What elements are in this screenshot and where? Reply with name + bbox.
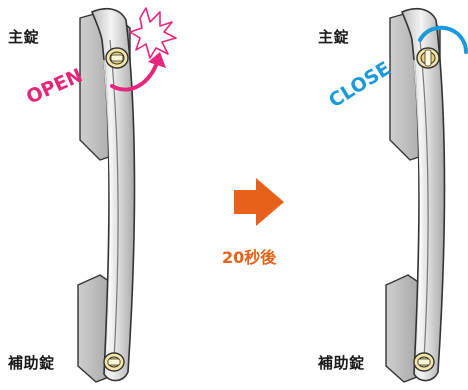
lock-cylinder-icon-left-main: [105, 47, 129, 69]
aux-lock-label-left: 補助錠: [8, 354, 55, 372]
state-text-close: CLOSE: [325, 57, 394, 112]
state-text-open: OPEN: [23, 64, 86, 108]
aux-lock-label-right: 補助錠: [318, 354, 365, 372]
delay-label: 20秒後: [222, 248, 277, 267]
main-lock-label-right: 主錠: [318, 28, 350, 46]
right-arrow-icon: [234, 178, 284, 226]
lock-cylinder-icon-right-aux: [413, 352, 435, 372]
rotation-arrow-icon-right: [418, 25, 468, 54]
lock-cylinder-icon-right-main: [416, 47, 440, 69]
lock-cylinder-icon-left-aux: [103, 352, 125, 372]
rotation-arrow-icon-left: [110, 52, 166, 92]
main-lock-label-left: 主錠: [8, 28, 40, 46]
burst-icon: [129, 7, 177, 59]
